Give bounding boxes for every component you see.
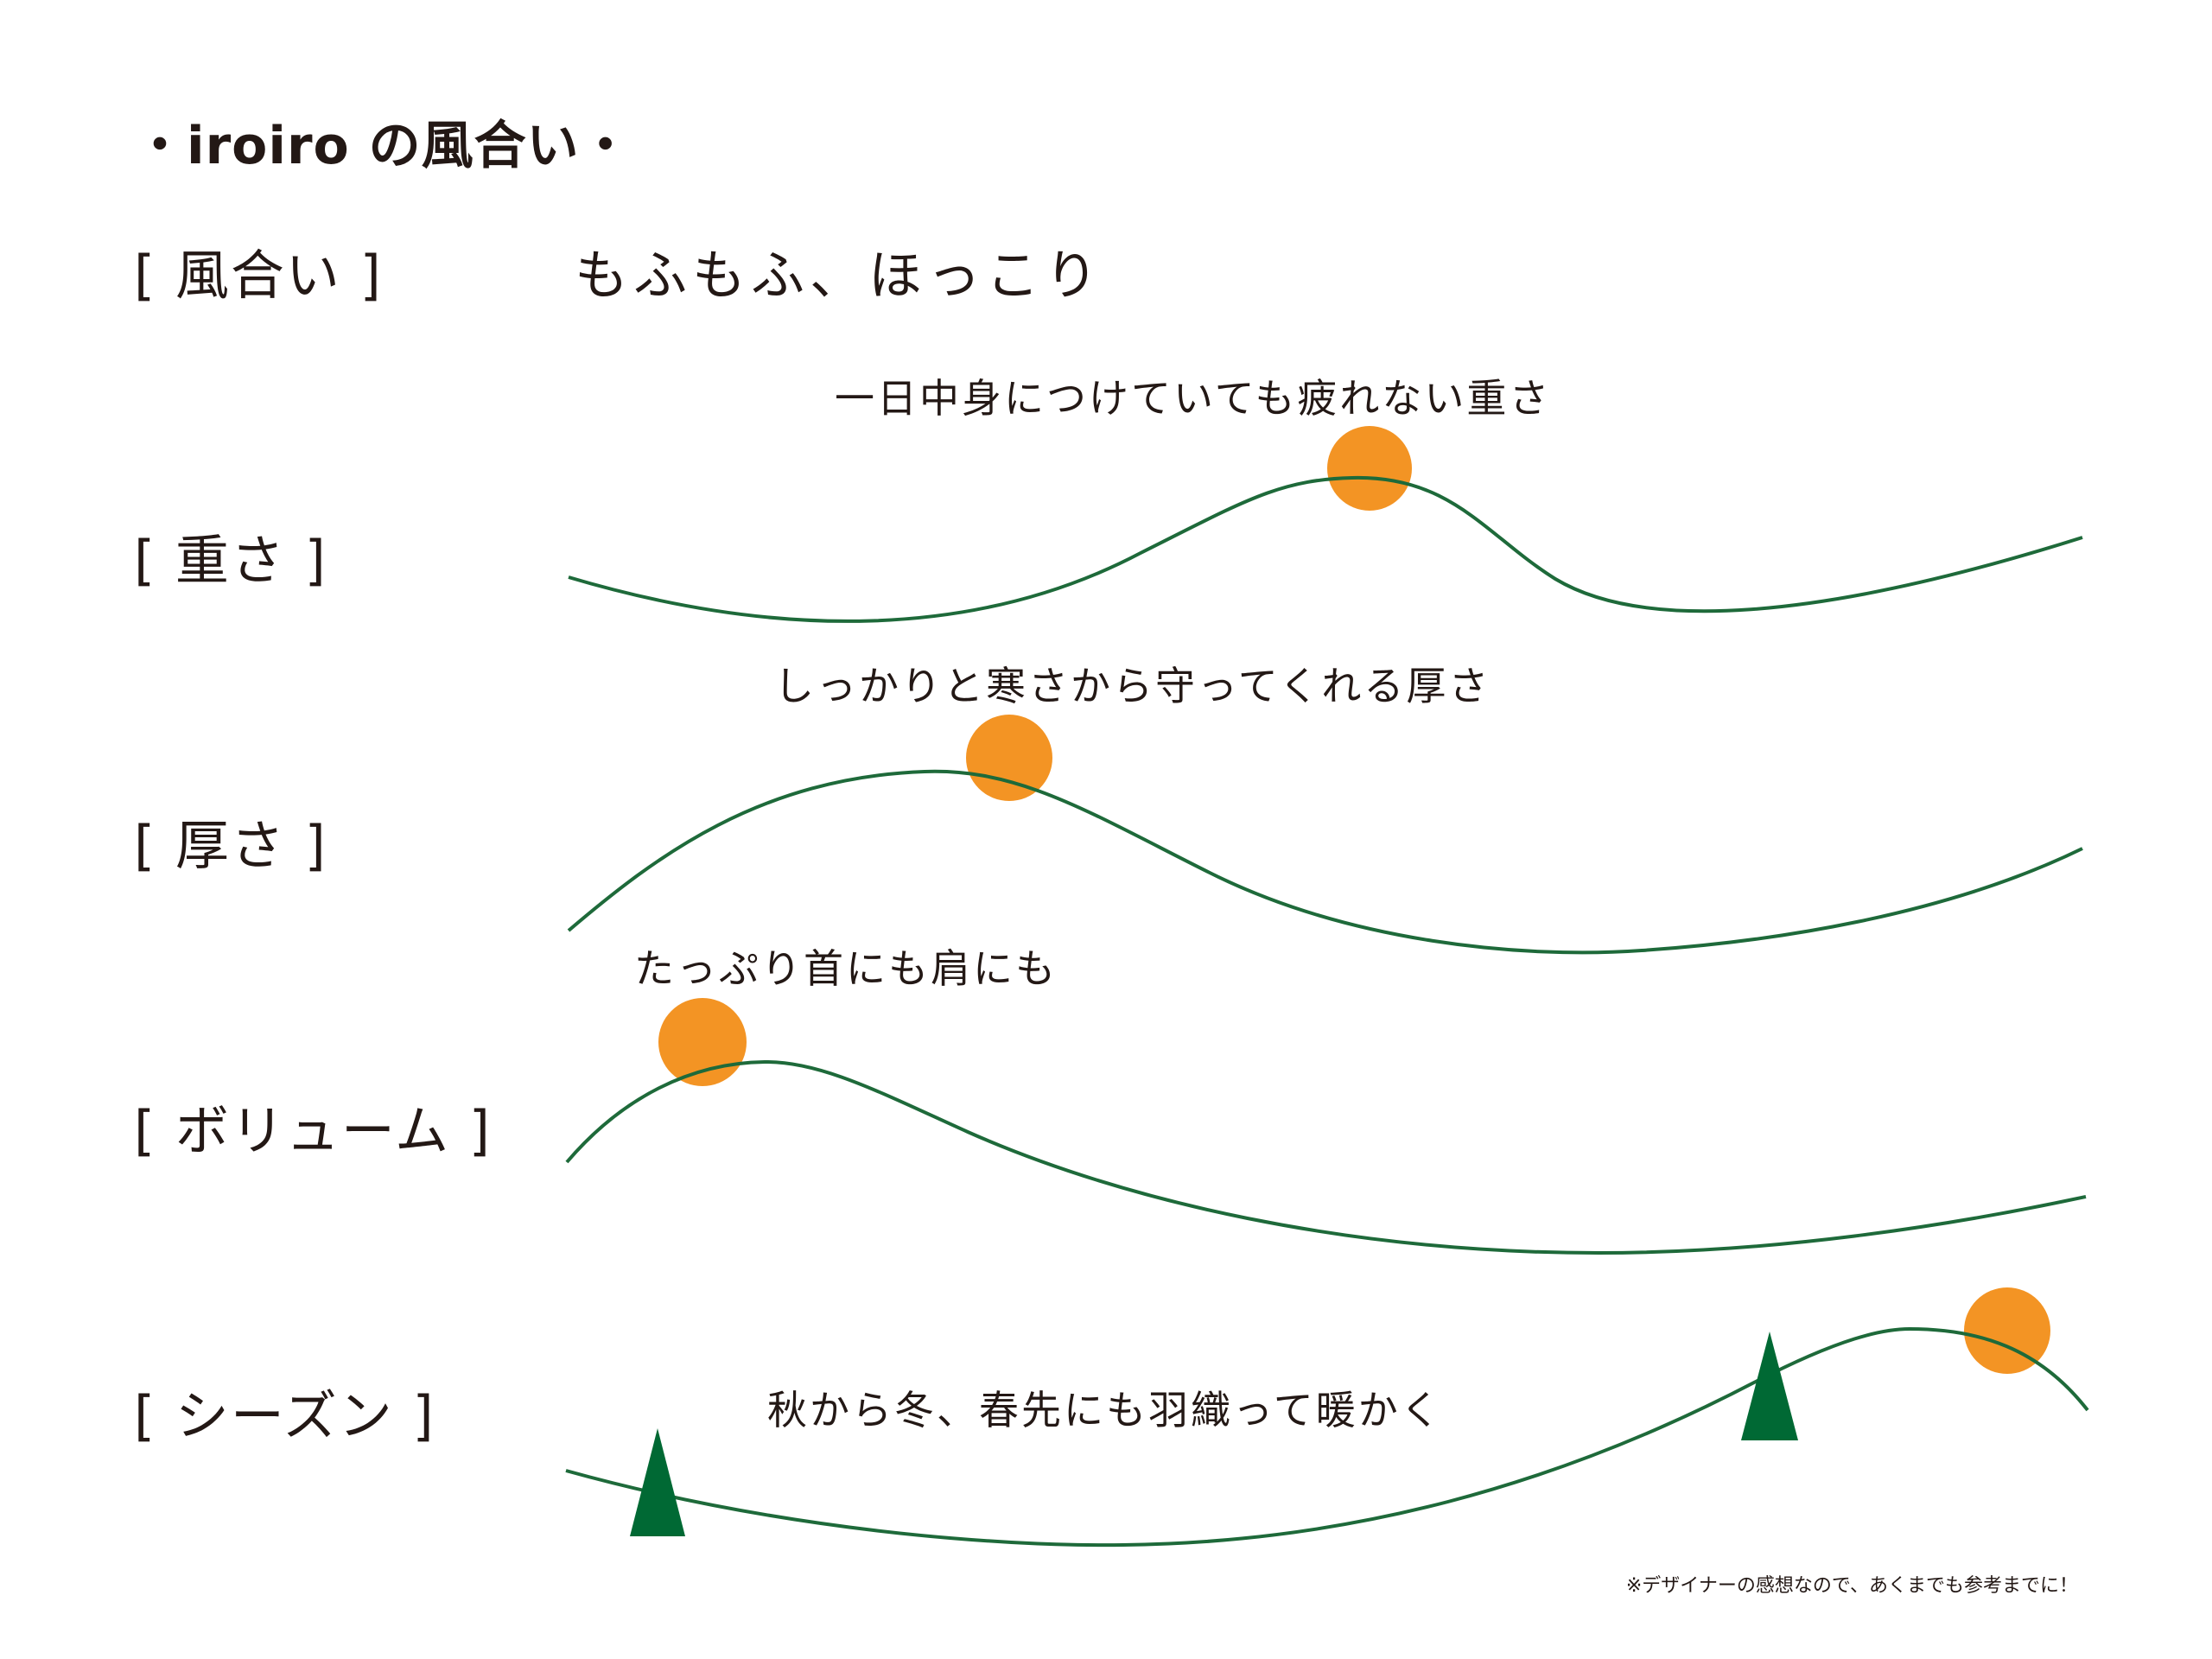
weight-sun: [1327, 426, 1412, 511]
texture-label: [ 風合い ]: [134, 244, 383, 307]
season-label: [ シーズン ]: [134, 1384, 435, 1447]
thickness-label: [ 厚さ ]: [134, 814, 327, 877]
volume-caption: たっぷり首にも肩にも: [634, 945, 1058, 992]
volume-sun: [658, 998, 747, 1086]
volume-hill-curve: [565, 1059, 2087, 1255]
tree-icon-left: [630, 1428, 685, 1536]
designer-footnote: ※デザイナーの感想なので、あくまでも参考までに！: [1625, 1575, 2078, 1597]
tree-icon-right: [1741, 1332, 1798, 1440]
page-title: ・iroiro の風合い・: [134, 116, 632, 176]
weight-label: [ 重さ ]: [134, 529, 327, 592]
weight-hill-curve: [568, 475, 2083, 623]
thickness-hill-curve: [567, 769, 2083, 955]
season-sun: [1964, 1287, 2050, 1374]
texture-value: もふもふ、ほっこり: [575, 244, 1104, 307]
thickness-sun: [966, 715, 1052, 801]
season-hill-curve: [565, 1326, 2089, 1548]
volume-label: [ ボリューム ]: [134, 1099, 492, 1162]
weight-caption: 一日中身につけていても疲れない重さ: [835, 375, 1552, 422]
season-caption: 秋から冬、春先にも羽織って暖かく: [767, 1387, 1443, 1433]
thickness-caption: しっかりと寒さから守ってくれる厚さ: [774, 663, 1491, 709]
